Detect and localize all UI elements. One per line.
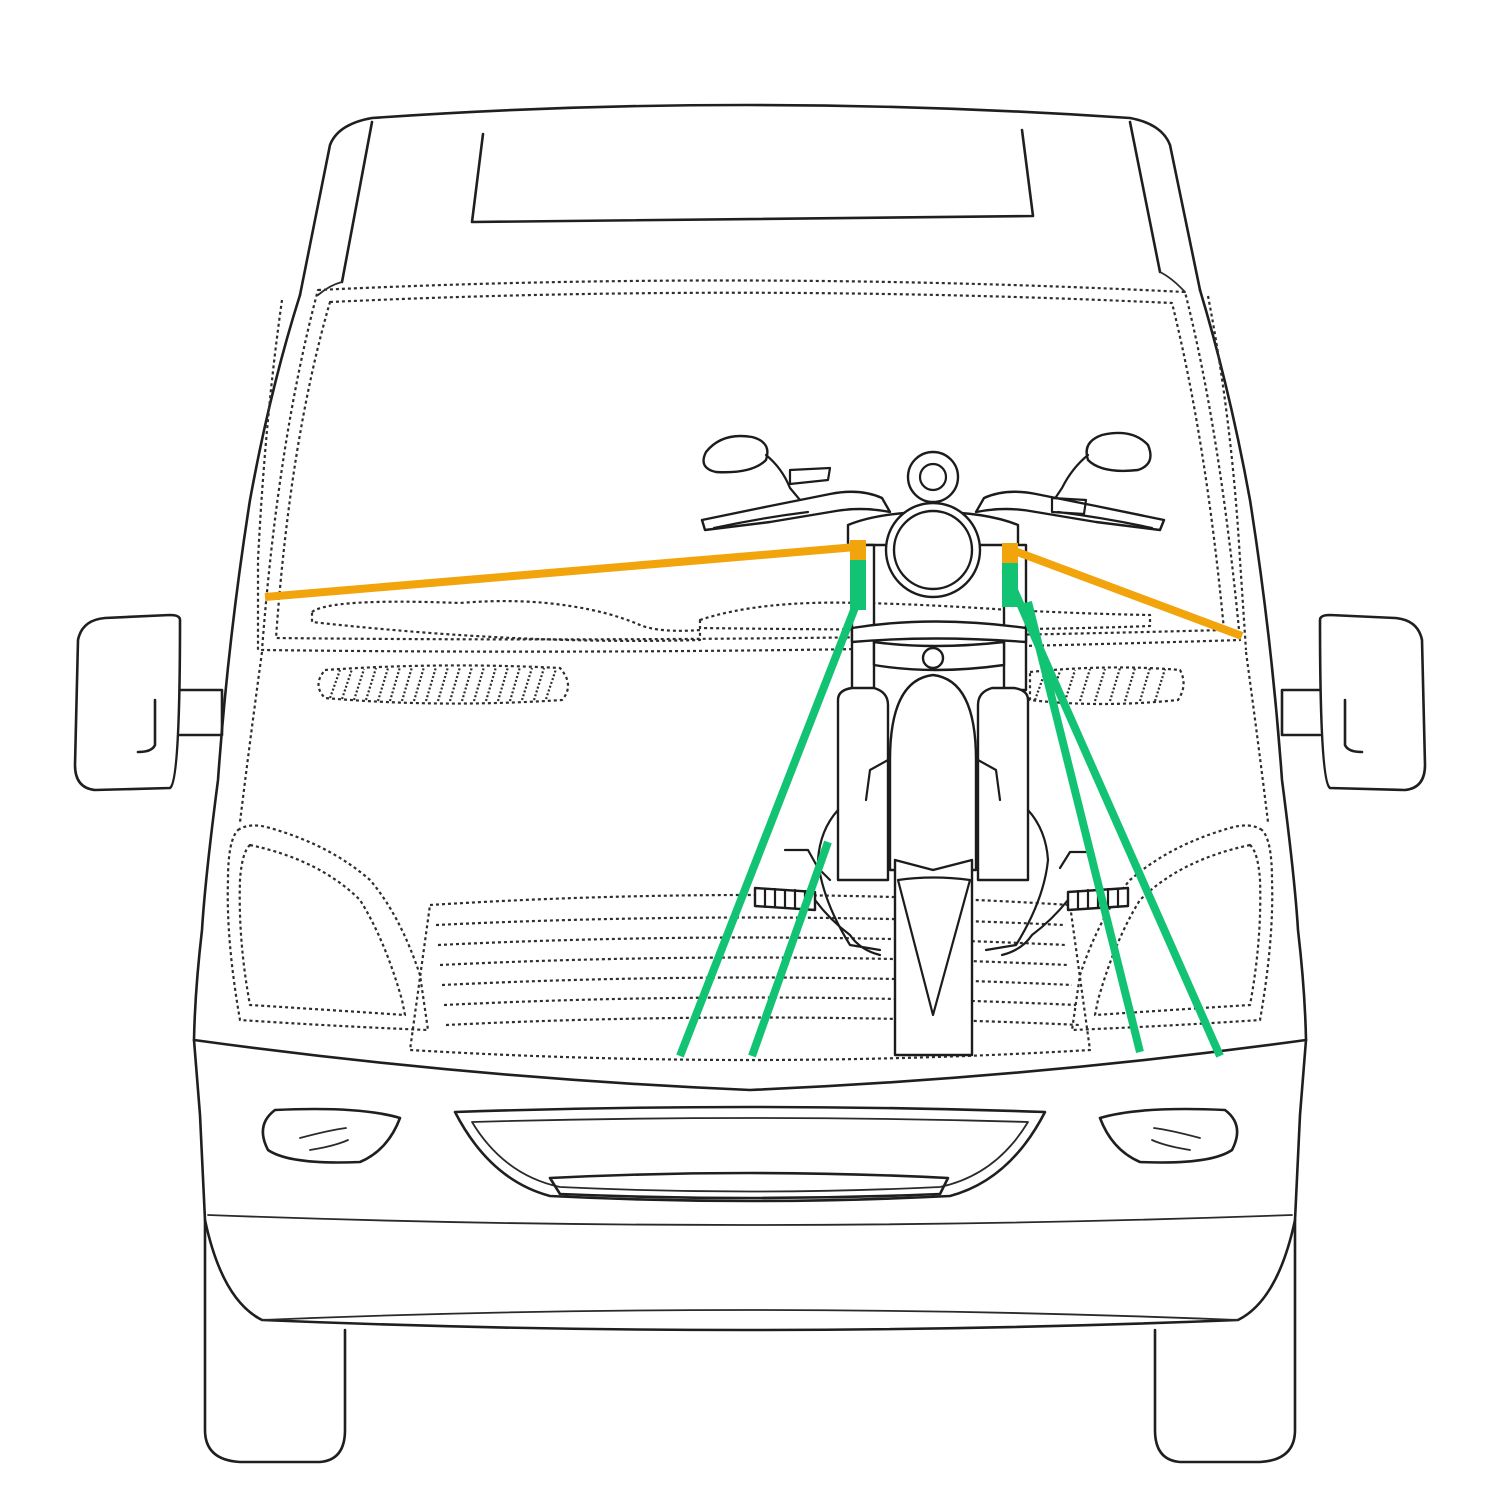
soft-loop-left-wrap xyxy=(850,540,866,560)
moto-fork-right-lower xyxy=(976,686,1030,882)
fog-light-left-inner xyxy=(299,1127,349,1151)
fog-light-right-inner xyxy=(1151,1127,1201,1151)
headlight-right-inner xyxy=(1093,843,1262,1017)
tie-down-inner-left xyxy=(748,840,832,1058)
hood-edge xyxy=(238,651,1270,823)
headlight-left xyxy=(226,824,430,1032)
moto-lever-left xyxy=(712,466,832,530)
van-roof-inner xyxy=(340,120,1162,284)
van-roof xyxy=(298,103,1202,297)
moto-horn xyxy=(921,646,945,670)
license-plate-slot xyxy=(548,1171,950,1200)
fog-light-right xyxy=(1098,1107,1239,1164)
van-body-outline xyxy=(192,288,1308,1042)
tie-down-right-wrap xyxy=(1002,563,1018,607)
lower-intake-inner xyxy=(471,1117,1029,1193)
straps xyxy=(264,540,1244,1058)
moto-mirror-left-stem xyxy=(764,453,802,502)
moto-fender xyxy=(888,673,978,872)
tie-down-inner-right xyxy=(1024,601,1144,1053)
moto-fork-left-lower xyxy=(836,686,890,882)
hood-vent xyxy=(317,664,570,705)
van xyxy=(73,103,1427,1464)
soft-loop-left xyxy=(264,543,857,601)
tire-left xyxy=(203,1218,347,1464)
bumper xyxy=(192,1038,1308,1332)
headlight-right xyxy=(1070,824,1274,1032)
moto-tire-tread xyxy=(896,876,972,1017)
mirror-left xyxy=(73,613,182,792)
tire-right xyxy=(1153,1218,1297,1464)
moto-mirror-right-stem xyxy=(1052,453,1090,502)
grille-slats xyxy=(435,916,1081,1027)
mirror-right-arm xyxy=(1280,688,1364,754)
bumper-lower-edge xyxy=(261,1309,1239,1321)
hood-vent-right xyxy=(1028,666,1185,706)
windshield-frame-right xyxy=(1206,295,1248,651)
fog-light-left xyxy=(261,1107,402,1164)
moto-mirror-left xyxy=(702,434,769,474)
moto-engine-right xyxy=(976,758,1050,952)
moto-light-bar xyxy=(850,620,1028,644)
moto-lever-right xyxy=(1050,496,1154,530)
tie-down-outer-left xyxy=(676,603,860,1058)
wiper-left xyxy=(310,599,702,642)
motorcycle xyxy=(700,431,1166,1057)
mirror-left-arm xyxy=(136,688,224,754)
headlight-left-inner xyxy=(238,843,407,1017)
moto-brake-pedal xyxy=(783,848,1094,882)
van-body-inner xyxy=(317,271,1186,296)
tie-down-outer-right xyxy=(1010,588,1224,1058)
soft-loop-right xyxy=(1010,546,1244,640)
moto-lower-frame xyxy=(813,898,1070,957)
bumper-lip xyxy=(207,1214,1293,1226)
soft-loop-right-wrap xyxy=(1002,543,1018,563)
moto-gauge-inner xyxy=(918,462,948,492)
moto-mirror-right xyxy=(1085,431,1152,473)
lower-intake xyxy=(453,1105,1047,1203)
grille-outline xyxy=(408,893,1092,1062)
tie-down-left-wrap xyxy=(850,560,866,610)
moto-tire xyxy=(893,858,974,1057)
moto-headlight-lens xyxy=(892,509,974,591)
windshield xyxy=(260,279,1242,653)
bumper-top xyxy=(192,1038,1308,1092)
moto-gauge xyxy=(906,450,960,504)
hood-vent-hatch xyxy=(328,666,558,702)
mirror-right xyxy=(1318,613,1427,792)
windshield-frame-left xyxy=(256,299,284,650)
roof-vent xyxy=(470,128,1035,224)
